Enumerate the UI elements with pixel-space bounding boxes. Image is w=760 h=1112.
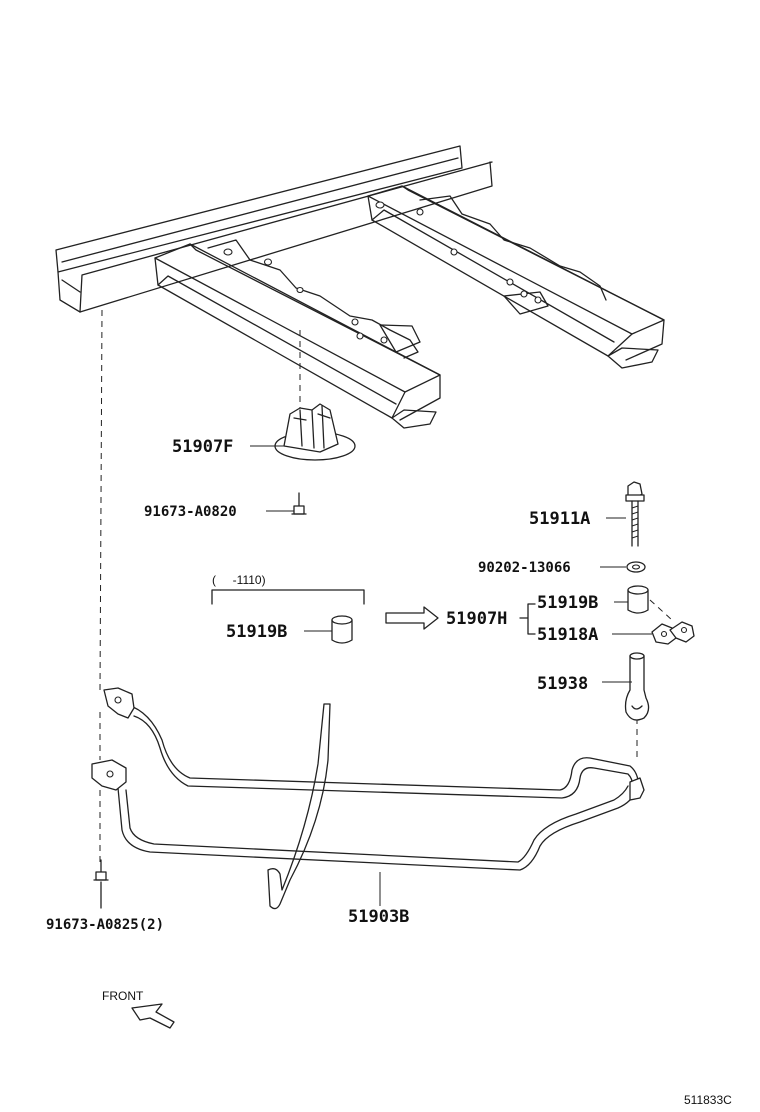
carrier-hook-51938[interactable]: [624, 652, 650, 721]
label-51911a: 51911A: [529, 509, 590, 529]
label-front: FRONT: [102, 989, 144, 1003]
label-51918a: 51918A: [537, 625, 598, 645]
label-51919b-right: 51919B: [537, 593, 598, 613]
bolt-51911a[interactable]: [625, 481, 645, 547]
bolt-91673-a0820[interactable]: [291, 492, 307, 515]
label-51938: 51938: [537, 674, 588, 694]
bracket-51907h: [519, 603, 536, 635]
carrier-bracket-51907f[interactable]: [274, 403, 356, 461]
label-51919b-left: 51919B: [226, 622, 287, 642]
label-51903b: 51903B: [348, 907, 409, 927]
bolt-91673-a0825[interactable]: [93, 859, 109, 909]
frame-rails: [55, 145, 665, 429]
label-91673-a0820: 91673-A0820: [144, 504, 237, 520]
diagram-id: 511833C: [684, 1093, 732, 1107]
clamp-51918a[interactable]: [651, 621, 695, 645]
range-bracket: [211, 589, 365, 605]
washer-90202-13066[interactable]: [626, 561, 646, 573]
collar-51919b-right[interactable]: [627, 585, 649, 614]
left-dashed-guide: [99, 309, 103, 865]
collar-51919b-left[interactable]: [331, 615, 353, 644]
label-range: ( -1110): [212, 573, 266, 587]
clamp-dashed-guide: [649, 599, 673, 621]
label-90202-13066: 90202-13066: [478, 560, 571, 576]
label-91673-a0825: 91673-A0825(2): [46, 917, 164, 933]
tire-carrier-tube-51903b[interactable]: [91, 687, 645, 910]
label-51907h: 51907H: [446, 609, 507, 629]
replacement-arrow-icon: [385, 606, 439, 630]
label-51907f: 51907F: [172, 437, 233, 457]
front-arrow-icon: [131, 1003, 175, 1029]
